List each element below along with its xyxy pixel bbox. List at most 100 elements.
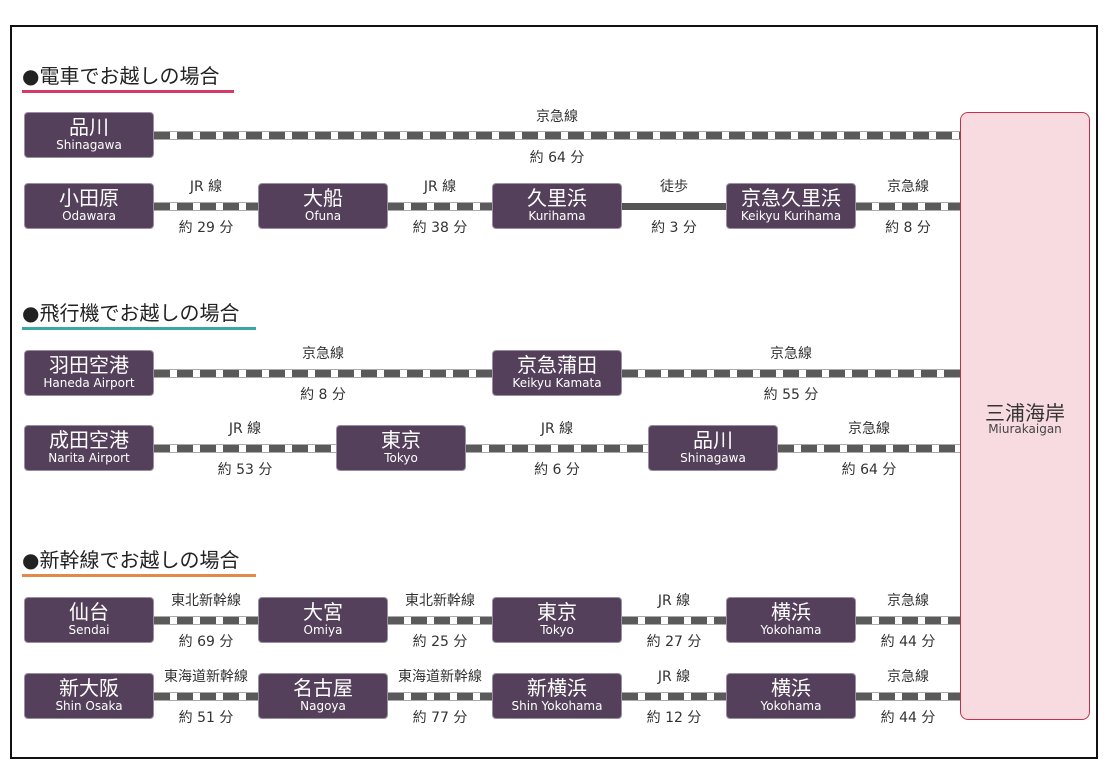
travel-time: 約 27 分	[646, 634, 702, 650]
travel-time: 約 51 分	[178, 710, 234, 726]
station-ofuna[interactable]: 大船 Ofuna	[258, 183, 388, 229]
station-name-jp: 名古屋	[293, 676, 353, 700]
station-name-jp: 新大阪	[59, 676, 119, 700]
line-label: JR 線	[228, 421, 262, 437]
station-odawara[interactable]: 小田原 Odawara	[24, 183, 154, 229]
route-track	[856, 202, 960, 211]
station-kurihama[interactable]: 久里浜 Kurihama	[492, 183, 622, 229]
station-yokohama[interactable]: 横浜 Yokohama	[726, 597, 856, 643]
route-track	[388, 692, 492, 701]
station-name-en: Tokyo	[384, 451, 418, 465]
route-track	[388, 202, 492, 211]
diagram-frame	[10, 25, 1098, 759]
line-label: 徒歩	[660, 179, 688, 195]
travel-time: 約 53 分	[217, 462, 273, 478]
line-label: JR 線	[423, 179, 457, 195]
route-track	[154, 692, 258, 701]
station-name-en: Shinagawa	[680, 451, 746, 465]
station-tokyo[interactable]: 東京 Tokyo	[492, 597, 622, 643]
line-label: 東海道新幹線	[398, 669, 482, 685]
section-title-plane: ●飛行機でお越しの場合	[22, 301, 240, 325]
station-name-jp: 京急蒲田	[517, 353, 597, 377]
station-haneda-airport[interactable]: 羽田空港 Haneda Airport	[24, 350, 154, 396]
line-label: JR 線	[189, 179, 223, 195]
station-name-jp: 東京	[381, 428, 421, 452]
destination-name-jp: 三浦海岸	[985, 401, 1065, 425]
station-omiya[interactable]: 大宮 Omiya	[258, 597, 388, 643]
station-name-en: Sendai	[68, 623, 110, 637]
route-track	[622, 616, 726, 625]
station-name-jp: 大宮	[303, 600, 343, 624]
station-name-en: Kurihama	[528, 209, 586, 223]
line-label: 京急線	[536, 109, 578, 125]
station-keikyu-kurihama[interactable]: 京急久里浜 Keikyu Kurihama	[726, 183, 856, 229]
station-narita-airport[interactable]: 成田空港 Narita Airport	[24, 425, 154, 471]
destination-miurakaigan[interactable]: 三浦海岸 Miurakaigan	[960, 112, 1090, 720]
station-shin-osaka[interactable]: 新大阪 Shin Osaka	[24, 673, 154, 719]
station-name-jp: 東京	[537, 600, 577, 624]
destination-name-en: Miurakaigan	[988, 422, 1062, 436]
route-track	[154, 202, 258, 211]
route-track	[622, 692, 726, 701]
travel-time: 約 8 分	[300, 387, 346, 403]
station-name-jp: 成田空港	[49, 428, 129, 452]
station-name-jp: 品川	[693, 428, 733, 452]
station-shinagawa[interactable]: 品川 Shinagawa	[648, 425, 778, 471]
station-shinagawa[interactable]: 品川 Shinagawa	[24, 112, 154, 158]
travel-time: 約 6 分	[534, 462, 580, 478]
station-sendai[interactable]: 仙台 Sendai	[24, 597, 154, 643]
travel-time: 約 8 分	[885, 220, 931, 236]
route-track	[154, 369, 492, 378]
line-label: 京急線	[887, 179, 929, 195]
travel-time: 約 3 分	[651, 220, 697, 236]
section-title-train: ●電車でお越しの場合	[22, 64, 220, 88]
station-name-en: Haneda Airport	[43, 376, 135, 390]
station-name-jp: 横浜	[771, 676, 811, 700]
station-shin-yokohama[interactable]: 新横浜 Shin Yokohama	[492, 673, 622, 719]
station-name-en: Keikyu Kurihama	[740, 209, 842, 223]
station-name-en: Shin Osaka	[55, 699, 123, 713]
station-name-jp: 新横浜	[527, 676, 587, 700]
station-name-en: Odawara	[62, 209, 116, 223]
line-label: 京急線	[770, 346, 812, 362]
travel-time: 約 44 分	[880, 634, 936, 650]
line-label: 京急線	[302, 346, 344, 362]
route-track	[856, 692, 960, 701]
line-label: 東北新幹線	[405, 593, 475, 609]
route-track	[154, 444, 336, 453]
station-name-jp: 大船	[303, 186, 343, 210]
travel-time: 約 38 分	[412, 220, 468, 236]
line-label: 京急線	[887, 669, 929, 685]
station-name-en: Tokyo	[540, 623, 574, 637]
station-yokohama[interactable]: 横浜 Yokohama	[726, 673, 856, 719]
route-track	[388, 616, 492, 625]
section-title-shinkansen: ●新幹線でお越しの場合	[22, 548, 240, 572]
station-name-jp: 仙台	[69, 600, 109, 624]
walk-path	[622, 203, 726, 210]
travel-time: 約 64 分	[529, 150, 585, 166]
travel-time: 約 69 分	[178, 634, 234, 650]
station-name-en: Yokohama	[760, 699, 822, 713]
line-label: 京急線	[848, 421, 890, 437]
travel-time: 約 25 分	[412, 634, 468, 650]
station-name-en: Keikyu Kamata	[512, 376, 602, 390]
route-track	[778, 444, 960, 453]
station-name-en: Shin Yokohama	[511, 699, 603, 713]
station-tokyo[interactable]: 東京 Tokyo	[336, 425, 466, 471]
station-name-en: Yokohama	[760, 623, 822, 637]
line-label: 東海道新幹線	[164, 669, 248, 685]
station-name-jp: 羽田空港	[49, 353, 129, 377]
station-name-en: Omiya	[303, 623, 343, 637]
section-underline-train	[22, 90, 234, 93]
station-nagoya[interactable]: 名古屋 Nagoya	[258, 673, 388, 719]
station-keikyu-kamata[interactable]: 京急蒲田 Keikyu Kamata	[492, 350, 622, 396]
line-label: JR 線	[657, 593, 691, 609]
station-name-en: Ofuna	[304, 209, 342, 223]
route-track	[856, 616, 960, 625]
route-track	[466, 444, 648, 453]
station-name-jp: 小田原	[59, 186, 119, 210]
travel-time: 約 64 分	[841, 462, 897, 478]
route-track	[622, 369, 960, 378]
travel-time: 約 44 分	[880, 710, 936, 726]
travel-time: 約 55 分	[763, 387, 819, 403]
